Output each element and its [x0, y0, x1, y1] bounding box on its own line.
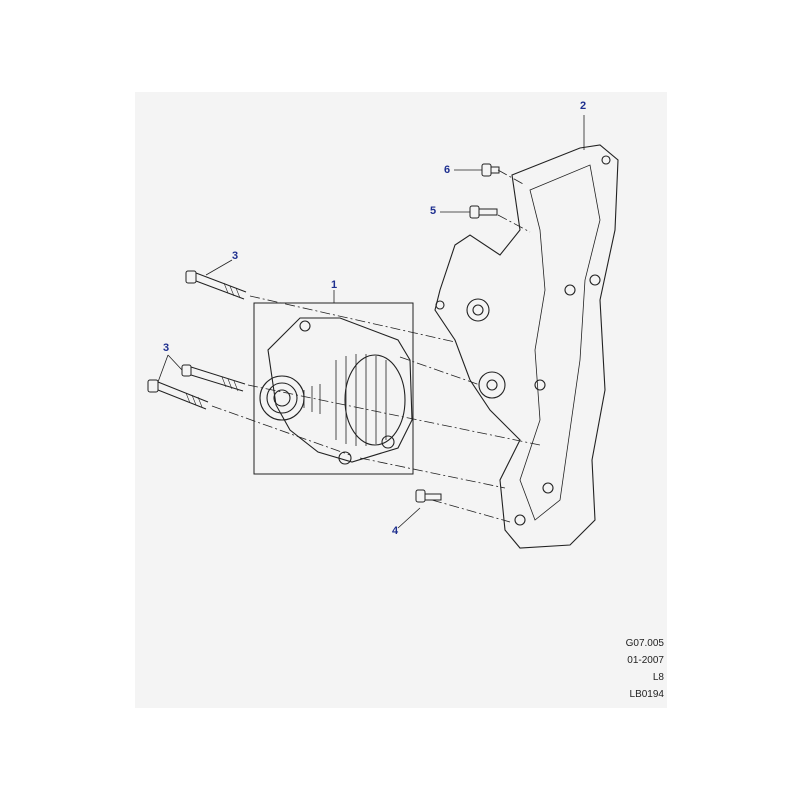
- callout-3-top: 3: [232, 250, 239, 262]
- callout-1: 1: [331, 279, 338, 291]
- long-bolt-bottom: [147, 379, 209, 410]
- leader-lines: [157, 115, 585, 529]
- alignment-lines: [211, 169, 541, 523]
- diagram-sheet: [135, 92, 667, 708]
- alternator-frame: [253, 302, 414, 475]
- callout-5: 5: [430, 205, 437, 217]
- callout-2: 2: [580, 100, 587, 112]
- long-bolt-top: [185, 270, 247, 300]
- long-bolt-middle: [181, 364, 246, 392]
- alternator: [259, 317, 413, 465]
- callout-3-pair: 3: [163, 342, 170, 354]
- callout-4: 4: [392, 525, 399, 537]
- drawing-date: 01-2007: [627, 655, 664, 666]
- drawing-model: L8: [652, 672, 664, 683]
- drawing-reference: LB0194: [629, 689, 664, 700]
- drawing-code: G07.005: [625, 638, 664, 649]
- short-bolt-top: [481, 163, 500, 177]
- short-bolt-mid: [469, 205, 498, 219]
- callout-6: 6: [444, 164, 451, 176]
- mounting-bracket: [434, 144, 619, 549]
- short-bolt-lower: [415, 489, 442, 503]
